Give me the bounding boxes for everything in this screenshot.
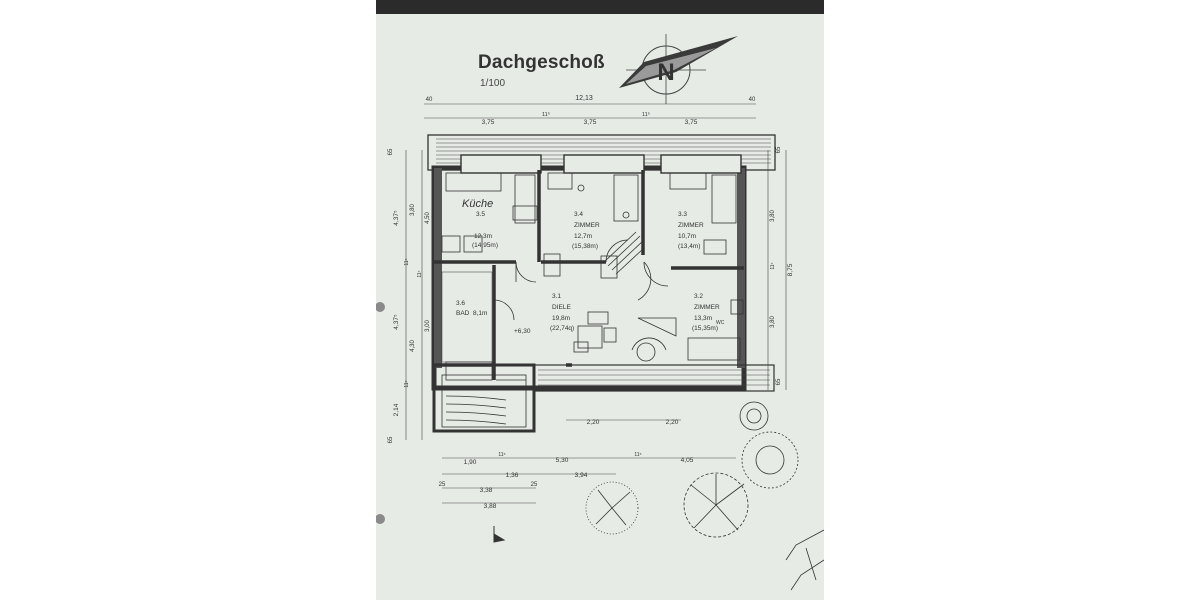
room-32-area-gross: (15,35m): [692, 325, 718, 332]
dim-left-outer-top: 4,37⁵: [393, 210, 400, 226]
dimension-lines: [405, 103, 787, 504]
dim-left-115-b: 11⁵: [417, 270, 423, 277]
dim-top-c: 3,75: [685, 119, 698, 126]
dim-left-65-top: 65: [388, 148, 394, 155]
dim-bottom-e: 3,94: [575, 472, 588, 479]
room-32-name: ZIMMER: [694, 304, 720, 311]
dim-bottom-wall-b: 11⁵: [634, 452, 641, 458]
room-bath-number: 3.6: [456, 300, 465, 307]
dim-right-65-top: 65: [776, 146, 782, 153]
room-33-number: 3.3: [678, 211, 687, 218]
dim-left-inner-d: 3,00: [425, 320, 431, 332]
dim-left-outer-low: 2,14: [393, 403, 400, 416]
room-31-area-gross: (22,74q): [550, 325, 574, 332]
room-33-area-gross: (13,4m): [678, 243, 700, 250]
tree-icon: [585, 401, 824, 591]
dim-right-115: 11⁵: [770, 262, 776, 269]
room-kitchen-handwritten: Küche: [462, 198, 493, 210]
dim-left-inner-b: 4,50: [425, 212, 431, 224]
dim-top-wall-2: 11⁵: [642, 111, 650, 118]
room-bath-name: BAD: [456, 310, 470, 317]
dim-top-left-end: 40: [426, 97, 433, 103]
room-34-area-gross: (15,38m): [572, 243, 598, 250]
level-mark: +6,30: [514, 328, 531, 335]
plan-title: Dachgeschoß: [478, 52, 605, 73]
dim-top-b: 3,75: [584, 119, 597, 126]
dim-bottom-wall-a: 11⁵: [498, 452, 505, 458]
dim-bottom-g: 3,88: [484, 503, 497, 510]
dim-bottom-a: 1,90: [464, 459, 477, 466]
dim-top-a: 3,75: [482, 119, 495, 126]
dim-top-total: 12,13: [575, 95, 593, 102]
punch-hole: [376, 302, 385, 312]
dim-bottom-c: 4,05: [681, 457, 694, 464]
dim-left-inner-a: 3,80: [410, 204, 416, 216]
dim-bottom-25b: 25: [531, 482, 538, 488]
wc-mark: WC: [716, 320, 725, 326]
room-31-number: 3.1: [552, 293, 561, 300]
dim-left-65-bottom: 65: [388, 436, 394, 443]
room-31-area: 19,8m: [552, 315, 570, 322]
north-arrow-icon: N: [619, 34, 738, 104]
dim-bottom-f: 3,38: [480, 487, 493, 494]
room-34-name: ZIMMER: [574, 222, 600, 229]
room-32-area: 13,3m: [694, 315, 712, 322]
dim-bottom-b: 5,30: [556, 457, 569, 464]
small-mark-icon: [493, 526, 506, 543]
dim-left-115-c: 11⁵: [404, 380, 410, 387]
interior-walls: [434, 170, 744, 380]
dormers: [460, 154, 742, 174]
floor-plan-drawing: N: [376, 34, 824, 591]
dim-bottom-span-b: 2,20: [666, 419, 679, 426]
room-34-area: 12,7m: [574, 233, 592, 240]
furniture: [441, 172, 744, 381]
room-bath-area: 8,1m: [473, 310, 487, 317]
room-kitchen-area-gross: (14,95m): [472, 242, 498, 249]
dim-right-inner-b: 3,80: [770, 316, 776, 328]
dim-bottom-25a: 25: [439, 482, 446, 488]
room-33-name: ZIMMER: [678, 222, 704, 229]
dim-top-right-end: 40: [749, 97, 756, 103]
dim-right-inner-a: 3,80: [770, 210, 776, 222]
room-33-area: 10,7m: [678, 233, 696, 240]
plan-scale: 1/100: [480, 78, 506, 89]
plan-sheet: Dachgeschoß 1/100 N: [376, 0, 824, 600]
dim-right-65-bottom: 65: [776, 378, 782, 385]
punch-hole: [376, 514, 385, 524]
dim-top-wall-1: 11⁵: [542, 111, 550, 118]
dim-right-total: 8,75: [787, 263, 794, 276]
room-kitchen-number: 3.5: [476, 211, 485, 218]
dim-left-115-a: 11⁵: [404, 258, 410, 265]
room-31-name: DIELE: [552, 304, 571, 311]
outer-walls: [427, 134, 776, 433]
room-32-number: 3.2: [694, 293, 703, 300]
room-kitchen-area: 12,3m: [474, 233, 492, 240]
dim-left-outer-mid: 4,37⁵: [393, 314, 400, 330]
doors: [493, 239, 669, 351]
dim-bottom-d: 1,36: [506, 472, 519, 479]
dim-bottom-span-a: 2,20: [587, 419, 600, 426]
north-arrow-letter: N: [657, 59, 674, 86]
dim-left-inner-c: 4,30: [410, 340, 416, 352]
room-34-number: 3.4: [574, 211, 583, 218]
